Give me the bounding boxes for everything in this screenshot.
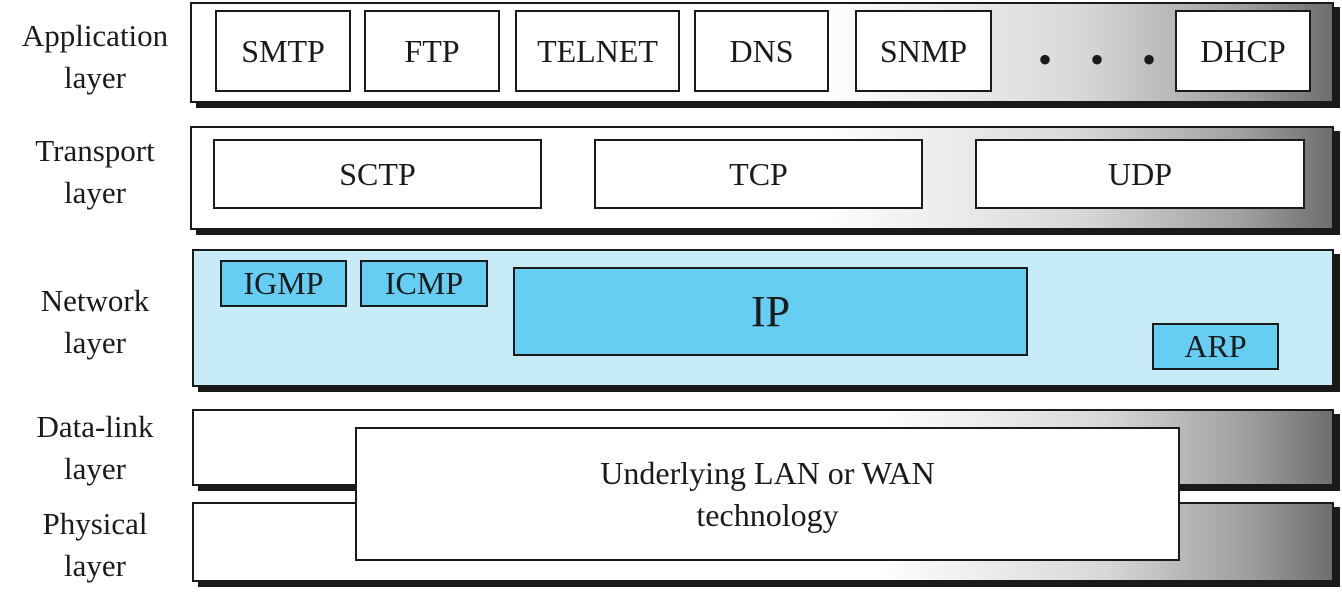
physical-layer-label: Physical layer — [42, 506, 148, 583]
igmp-box: IGMP — [220, 260, 347, 307]
ip-box: IP — [513, 267, 1028, 356]
dns-box: DNS — [694, 10, 829, 92]
sctp-box: SCTP — [213, 139, 542, 209]
application-layer-label: Application layer — [21, 18, 169, 95]
dhcp-box: DHCP — [1175, 10, 1311, 92]
telnet-box: TELNET — [515, 10, 680, 92]
tcp-box: TCP — [594, 139, 923, 209]
underlying-technology-box: Underlying LAN or WAN technology — [355, 427, 1180, 561]
ftp-box: FTP — [364, 10, 500, 92]
udp-box: UDP — [975, 139, 1305, 209]
arp-box: ARP — [1152, 323, 1279, 370]
network-layer-label: Network layer — [40, 283, 150, 360]
ellipsis: • • • — [1038, 37, 1171, 82]
smtp-box: SMTP — [215, 10, 351, 92]
snmp-box: SNMP — [855, 10, 992, 92]
icmp-box: ICMP — [360, 260, 488, 307]
transport-layer-label: Transport layer — [35, 133, 155, 210]
datalink-layer-label: Data-link layer — [36, 409, 154, 486]
